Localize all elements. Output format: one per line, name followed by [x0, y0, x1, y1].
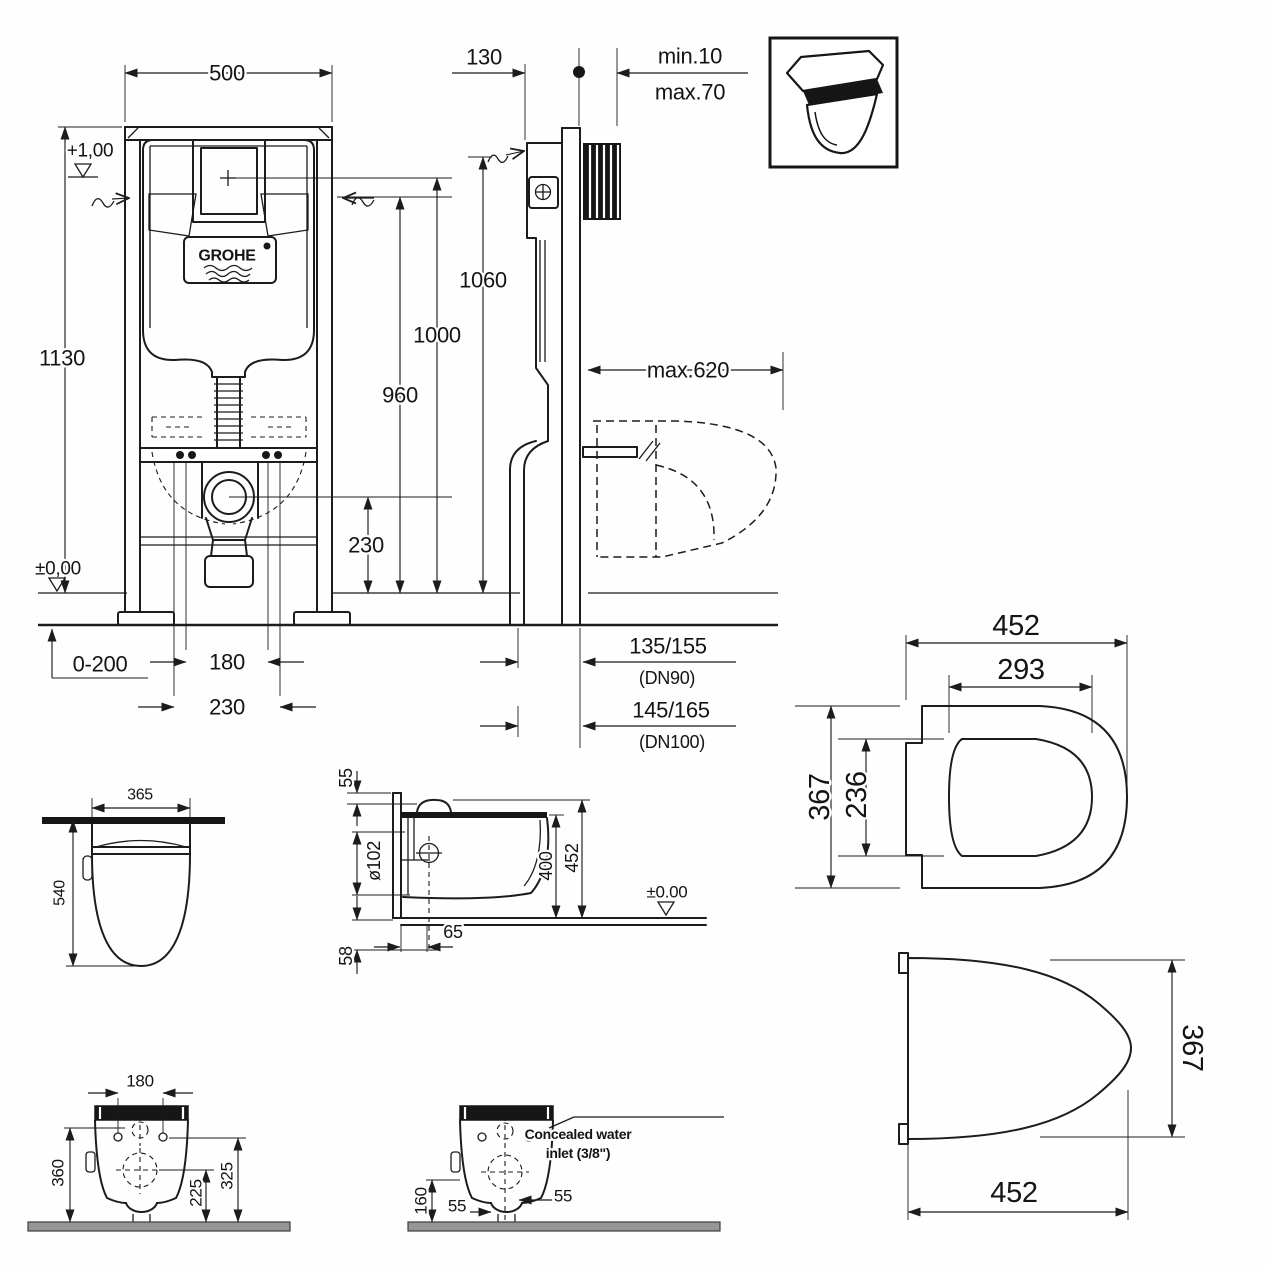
pan-side-view: 365 540: [42, 784, 225, 967]
dim-sec-dia102: ø102: [364, 841, 384, 881]
dim-floor-range: 0-200: [73, 652, 128, 677]
pan-front-view-2: Concealed water inlet (3/8") 160 55 55: [407, 1105, 724, 1232]
wall-hung-toilet-icon: [785, 49, 885, 155]
level-zero-front: ±0,00: [35, 559, 81, 580]
dim-wall-max: max.70: [655, 80, 725, 105]
dim-sec-452: 452: [562, 843, 582, 872]
pan-dashed-profile: [593, 420, 777, 558]
dim-pan-365: 365: [127, 787, 153, 804]
dim-drain90: 135/155: [629, 634, 706, 659]
hatch-stripes: [588, 145, 620, 218]
dim-panf-180: 180: [126, 1072, 153, 1091]
dim-drain100: 145/165: [632, 698, 709, 723]
dim-panf2-55-right: 55: [554, 1187, 572, 1206]
fixing-zone-dashed: [151, 416, 307, 438]
dim-seat-367: 367: [804, 773, 836, 821]
side-view-dimensions: 130 min.10 max.70 1060 max.620 135/155 (…: [452, 41, 784, 754]
dim-width-500: 500: [209, 61, 245, 86]
dim-lid-367: 367: [1176, 1024, 1208, 1072]
floor-band-1: [27, 1221, 291, 1232]
pipe-ribs: [214, 383, 243, 441]
pan-front-view: 180 360 225 325: [27, 1069, 291, 1232]
dim-sec-58: 58: [336, 946, 356, 966]
dim-panf-225: 225: [187, 1179, 206, 1206]
dim-sec-400: 400: [536, 851, 556, 880]
dim-panf-360: 360: [49, 1159, 68, 1186]
dim-fixing-230: 230: [209, 695, 245, 720]
front-view-dimensions: 500 1130 +1,00 960 1000 230 180 230 0-20…: [33, 58, 464, 722]
dim-panf2-160: 160: [412, 1187, 431, 1214]
dim-reach-620: max.620: [647, 358, 729, 383]
brand-text: GROHE: [198, 248, 256, 265]
dim-1060: 1060: [459, 268, 507, 293]
water-squiggle-left: [91, 198, 115, 208]
product-icon-box: [768, 36, 899, 169]
dim-960: 960: [382, 383, 418, 408]
dim-depth-130: 130: [466, 45, 502, 70]
level-plus-100: +1,00: [67, 141, 114, 162]
dim-seat-236: 236: [841, 771, 873, 819]
dim-panf-325: 325: [218, 1162, 237, 1189]
pan-section-view: 55 ø102 400 452 ±0.00 65 58: [334, 766, 707, 974]
dim-wall-min: min.10: [658, 44, 722, 69]
dim-lid-452: 452: [990, 1177, 1038, 1209]
note-water-inlet-1: Concealed water: [525, 1126, 633, 1142]
lid-top-view: 367 452: [898, 952, 1210, 1220]
cut-squiggle-side: [487, 154, 509, 163]
dim-drain90-dn: (DN90): [639, 668, 695, 688]
floor-band-2: [407, 1221, 721, 1232]
floor-lines: [38, 592, 778, 627]
seat-top-view: 452 293 367 236: [795, 608, 1128, 889]
dim-panf2-55-left: 55: [448, 1197, 466, 1216]
dim-outlet-230: 230: [348, 533, 384, 558]
dim-sec-55: 55: [336, 768, 356, 788]
frame-front-view: GROHE: [117, 126, 351, 696]
note-water-inlet-2: inlet (3/8"): [546, 1145, 611, 1161]
frame-side-view: [487, 48, 777, 748]
water-squiggle-right: [351, 197, 375, 207]
dim-seat-452: 452: [992, 610, 1040, 642]
dim-seat-293: 293: [997, 654, 1045, 686]
dim-pan-540: 540: [52, 880, 69, 906]
dim-bolt-180: 180: [209, 650, 245, 675]
level-zero-section: ±0.00: [647, 883, 688, 902]
grohe-logo: GROHE: [183, 236, 277, 284]
dim-drain100-dn: (DN100): [639, 732, 705, 752]
dim-height-1130: 1130: [39, 346, 85, 371]
dim-sec-65: 65: [443, 922, 463, 942]
dim-1000: 1000: [413, 323, 461, 348]
